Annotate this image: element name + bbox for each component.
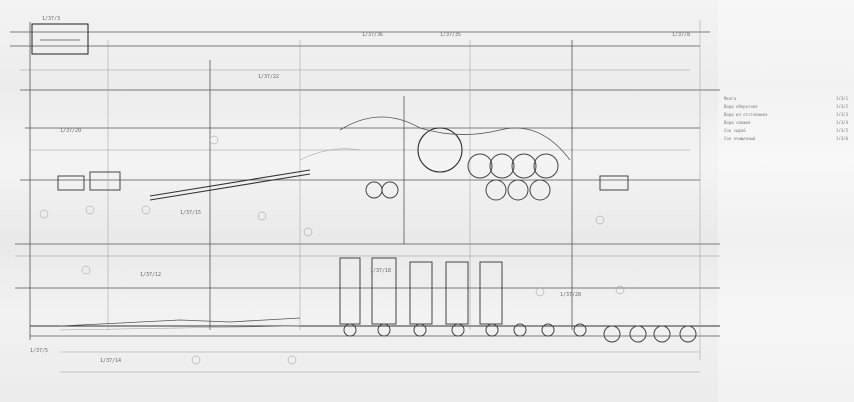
legend-item-code: 1/3/1: [835, 96, 848, 101]
label-line-1: 1/37/36: [362, 32, 383, 38]
instrument-tags: [39, 135, 625, 365]
label-line-5: 1/37/15: [180, 210, 201, 216]
label-line-2: 1/37/35: [440, 32, 461, 38]
legend-item-code: 1/3/5: [835, 128, 848, 133]
legend-row: Мезга 1/3/1: [724, 96, 848, 104]
label-line-6: 1/37/12: [140, 272, 161, 278]
belt-conveyor: [57, 169, 311, 201]
line-labels: 1/37/3 1/37/8 1/37/36 1/37/35 1/37/22 1/…: [30, 16, 690, 364]
label-line-4: 1/37/20: [60, 128, 81, 134]
evaporator-row: [59, 257, 697, 343]
label-line-7: 1/37/18: [370, 268, 391, 274]
legend-item-name: Вода из отстойника: [724, 112, 768, 117]
legend-row: Вода свежая 1/3/4: [724, 120, 848, 128]
legend-item-name: Сок сырой: [724, 128, 746, 133]
label-line-9: 1/37/14: [100, 358, 121, 364]
legend-item-name: Сок очищенный: [724, 136, 756, 141]
label-top-right: 1/37/8: [672, 32, 690, 38]
legend-item-name: Вода оборотная: [724, 104, 758, 109]
label-line-8: 1/37/28: [560, 292, 581, 298]
legend-row: Вода оборотная 1/3/2: [724, 104, 848, 112]
legend-item-code: 1/3/4: [835, 120, 848, 125]
legend-item-code: 1/3/2: [835, 104, 848, 109]
legend-item-code: 1/3/3: [835, 112, 848, 117]
storage-tank: [31, 23, 89, 55]
legend-row: Вода из отстойника 1/3/3: [724, 112, 848, 120]
legend-item-code: 1/3/6: [835, 136, 848, 141]
legend-row: Сок очищенный 1/3/6: [724, 136, 848, 144]
legend-panel-background: [718, 0, 854, 402]
label-line-3: 1/37/22: [258, 74, 279, 80]
legend-item-name: Мезга: [724, 96, 737, 101]
label-line-10: 1/37/5: [30, 348, 48, 354]
main-pipelines: [10, 20, 720, 373]
label-top-left: 1/37/3: [42, 16, 60, 22]
legend-item-name: Вода свежая: [724, 120, 751, 125]
legend-row: Сок сырой 1/3/5: [724, 128, 848, 136]
diffuser-drums: [299, 116, 629, 201]
